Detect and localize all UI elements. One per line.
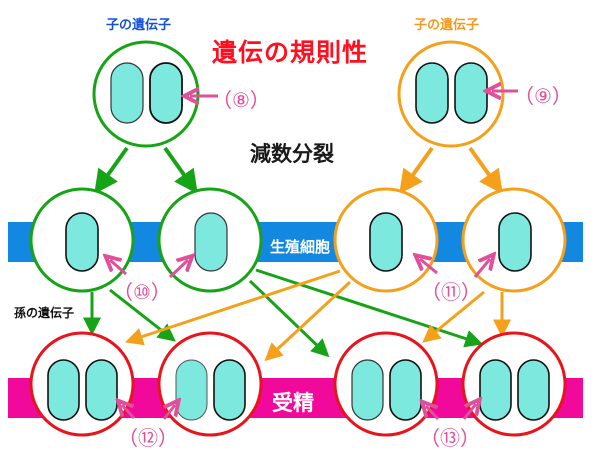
arrow-meiosis-orange-right — [468, 146, 503, 195]
parent-cell-right — [397, 40, 505, 148]
meiosis-arrows — [94, 146, 503, 195]
gene-chromosome — [110, 62, 144, 124]
gene-chromosome — [517, 359, 550, 421]
gamete-orange-1 — [333, 187, 439, 293]
marker-10: （⑩） — [113, 280, 171, 304]
pointer-arrow-13b — [462, 404, 476, 420]
pointer-arrow-11a — [420, 259, 438, 275]
gene-chromosome — [175, 359, 208, 421]
marker-13: （⑬） — [420, 426, 480, 450]
gene-chromosome — [454, 62, 488, 124]
gene-chromosome — [351, 359, 384, 421]
parent-cell-left — [92, 40, 200, 148]
pointer-arrow-12a — [122, 405, 136, 420]
gamete-green-2 — [157, 187, 263, 293]
marker-9: （⑨） — [514, 84, 572, 108]
arrow-meiosis-orange-left — [399, 146, 434, 195]
child-gene-label-right: 子の遺伝子 — [414, 18, 480, 33]
fertilization-arrows — [83, 268, 511, 362]
gene-chromosome — [415, 62, 449, 124]
arrow-meiosis-green-left — [94, 146, 129, 195]
offspring-cell-3 — [333, 331, 439, 437]
gene-chromosome — [498, 212, 532, 272]
gene-chromosome — [369, 212, 403, 272]
arrow-o2-o3 — [422, 290, 485, 343]
gene-chromosome — [65, 212, 99, 272]
pointer-arrow-11b — [473, 259, 490, 278]
gene-chromosome — [149, 62, 183, 124]
meiosis-label: 減数分裂 — [250, 142, 334, 166]
marker-12: （⑫） — [118, 426, 178, 450]
gene-chromosome — [213, 359, 246, 421]
gene-chromosome — [85, 359, 118, 421]
gene-chromosome — [194, 212, 228, 272]
offspring-cell-2 — [157, 331, 263, 437]
pointer-arrow-12b — [164, 405, 175, 420]
gene-chromosome — [47, 359, 80, 421]
fertilization-label: 受精 — [272, 391, 314, 415]
germ-cell-label: 生殖細胞 — [270, 238, 331, 256]
arrow-meiosis-green-right — [163, 146, 198, 195]
child-gene-label-left: 子の遺伝子 — [106, 18, 172, 33]
offspring-cell-4 — [461, 331, 567, 437]
gene-chromosome — [479, 359, 512, 421]
pointer-arrow-10a — [110, 260, 127, 276]
pointer-arrows — [110, 91, 518, 421]
marker-8: （⑧） — [212, 88, 270, 112]
arrow-g2-o3 — [248, 279, 330, 358]
arrow-o1-o2 — [264, 280, 352, 362]
page-title: 遺伝の規則性 — [212, 38, 369, 67]
pointer-arrow-10b — [168, 260, 188, 279]
offspring-cell-1 — [29, 331, 135, 437]
grandchild-gene-label: 孫の遺伝子 — [14, 306, 75, 320]
arrow-o1-o1 — [124, 269, 341, 346]
pointer-arrow-13a — [426, 406, 440, 421]
gene-chromosome — [389, 359, 422, 421]
marker-11: （⑪） — [421, 280, 481, 304]
